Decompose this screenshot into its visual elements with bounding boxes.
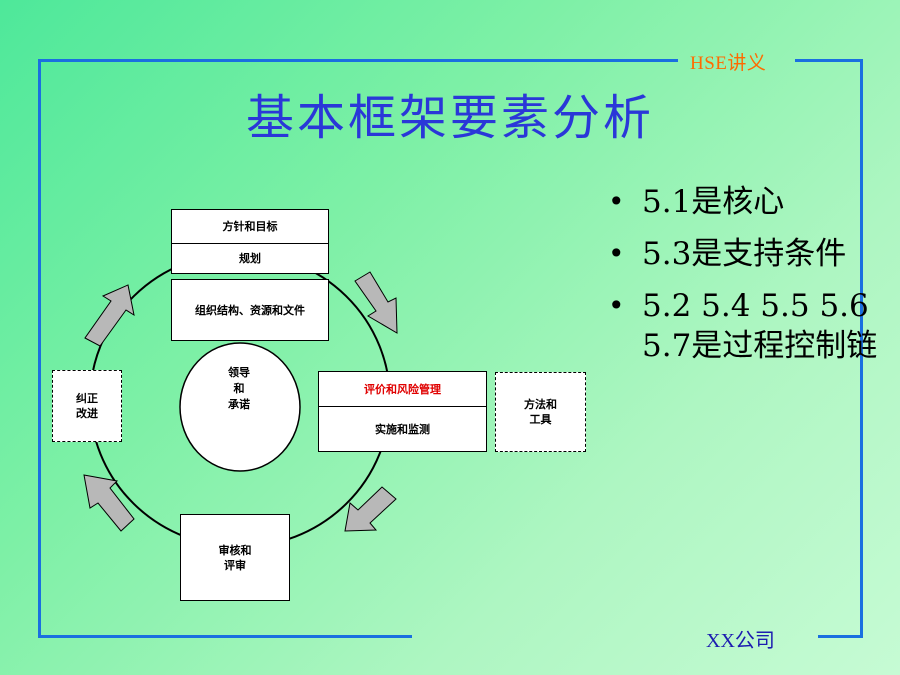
arrow-bottom-left (83, 474, 135, 532)
arrow-bottom-right (344, 486, 397, 532)
bullet-item: • 5.1是核心 (608, 182, 898, 222)
slide-title: 基本框架要素分析 (245, 90, 654, 146)
bullet-dot-icon: • (608, 289, 625, 322)
frame-left (38, 59, 41, 638)
corrective-box: 纠正 改进 (52, 370, 122, 442)
bullet-text: 5.2 5.4 5.5 5.6 5.7是过程控制链 (642, 288, 878, 364)
bullet-text: 5.1是核心 (642, 184, 785, 220)
frame-top-right (795, 59, 863, 62)
leadership-ellipse (179, 342, 301, 472)
frame-right (860, 59, 863, 638)
audit-box: 审核和 评审 (180, 514, 290, 601)
policy-box: 方针和目标 (171, 209, 329, 244)
tools-box: 方法和 工具 (495, 372, 586, 452)
arrow-top-left (84, 284, 135, 347)
bullet-text: 5.3是支持条件 (642, 236, 847, 272)
organization-box: 组织结构、资源和文件 (171, 279, 329, 341)
bullet-dot-icon: • (608, 185, 625, 218)
frame-bottom-right (818, 635, 863, 638)
planning-box: 规划 (171, 243, 329, 274)
company-label: XX公司 (706, 630, 775, 652)
risk-box: 评价和风险管理 (318, 371, 487, 407)
leadership-label: 领导 和 承诺 (228, 366, 250, 411)
bullet-list: • 5.1是核心 • 5.3是支持条件 • 5.2 5.4 5.5 5.6 5.7是过… (608, 182, 898, 378)
bullet-item: • 5.3是支持条件 (608, 234, 898, 274)
bullet-item: • 5.2 5.4 5.5 5.6 5.7是过程控制链 (608, 286, 898, 366)
arrow-top-right (354, 271, 398, 334)
slide-tag: HSE讲义 (690, 53, 767, 74)
bullet-dot-icon: • (608, 237, 625, 270)
implementation-box: 实施和监测 (318, 406, 487, 452)
frame-bottom-left (38, 635, 412, 638)
frame-top-left (38, 59, 678, 62)
